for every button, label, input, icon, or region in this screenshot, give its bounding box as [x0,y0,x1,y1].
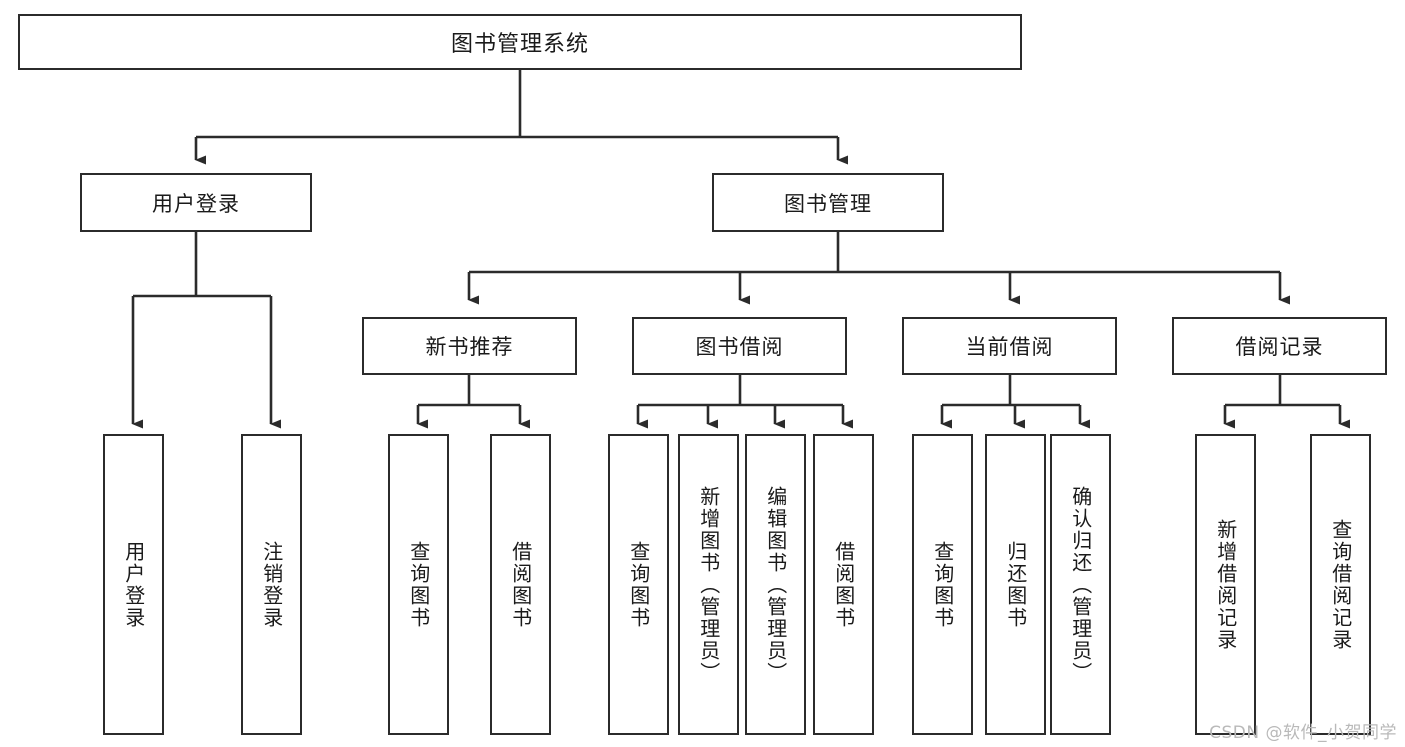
node-book-management[interactable]: 图书管理 [712,173,944,232]
leaf-query-book-recommend[interactable]: 查询图书 [388,434,449,735]
node-root-system[interactable]: 图书管理系统 [18,14,1022,70]
leaf-add-book-admin[interactable]: 新增图书（管理员） [678,434,739,735]
leaf-query-book-current[interactable]: 查询图书 [912,434,973,735]
node-book-borrow[interactable]: 图书借阅 [632,317,847,375]
leaf-borrow-book-recommend[interactable]: 借阅图书 [490,434,551,735]
leaf-add-borrow-record[interactable]: 新增借阅记录 [1195,434,1256,735]
leaf-confirm-return-admin[interactable]: 确认归还（管理员） [1050,434,1111,735]
leaf-borrow-book[interactable]: 借阅图书 [813,434,874,735]
node-borrow-record[interactable]: 借阅记录 [1172,317,1387,375]
leaf-return-book[interactable]: 归还图书 [985,434,1046,735]
node-current-borrow[interactable]: 当前借阅 [902,317,1117,375]
leaf-edit-book-admin[interactable]: 编辑图书（管理员） [745,434,806,735]
leaf-logout[interactable]: 注销登录 [241,434,302,735]
leaf-query-borrow-record[interactable]: 查询借阅记录 [1310,434,1371,735]
node-new-book-recommend[interactable]: 新书推荐 [362,317,577,375]
leaf-query-book-borrow[interactable]: 查询图书 [608,434,669,735]
leaf-user-login[interactable]: 用户登录 [103,434,164,735]
watermark: CSDN @软件_小贺同学 [1209,723,1397,743]
node-user-login[interactable]: 用户登录 [80,173,312,232]
